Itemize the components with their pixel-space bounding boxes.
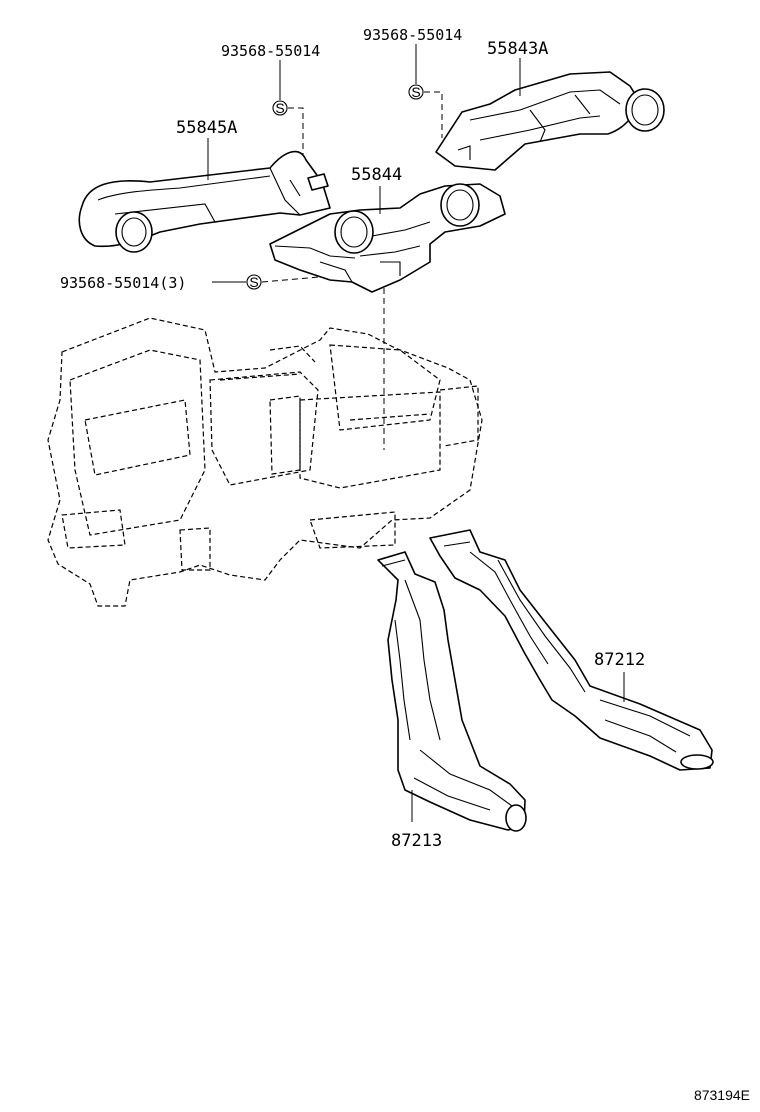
svg-text:S: S	[275, 100, 284, 116]
svg-text:S: S	[411, 84, 420, 100]
duct-55843a	[435, 71, 665, 171]
callout-55844: 55844	[351, 165, 402, 185]
clip-symbol-top-right: S	[408, 84, 424, 100]
svg-text:S: S	[249, 274, 258, 290]
callout-clip-center: 93568-55014(3)	[60, 274, 186, 292]
callout-87212: 87212	[594, 650, 645, 670]
heater-unit-outline	[47, 317, 483, 607]
callout-clip-top-left: 93568-55014	[221, 42, 320, 60]
callout-55843a: 55843A	[487, 39, 548, 59]
duct-87212	[429, 529, 714, 771]
clip-symbol-top-left: S	[272, 100, 288, 116]
clip-symbol-center: S	[246, 274, 262, 290]
callout-clip-top-right: 93568-55014	[363, 26, 462, 44]
callout-87213: 87213	[391, 831, 442, 851]
duct-55844	[269, 183, 506, 293]
duct-87213	[377, 551, 527, 832]
callout-55845a: 55845A	[176, 118, 237, 138]
reference-code: 873194E	[694, 1087, 750, 1103]
leader-lines	[207, 44, 625, 822]
duct-55845a	[78, 150, 331, 253]
